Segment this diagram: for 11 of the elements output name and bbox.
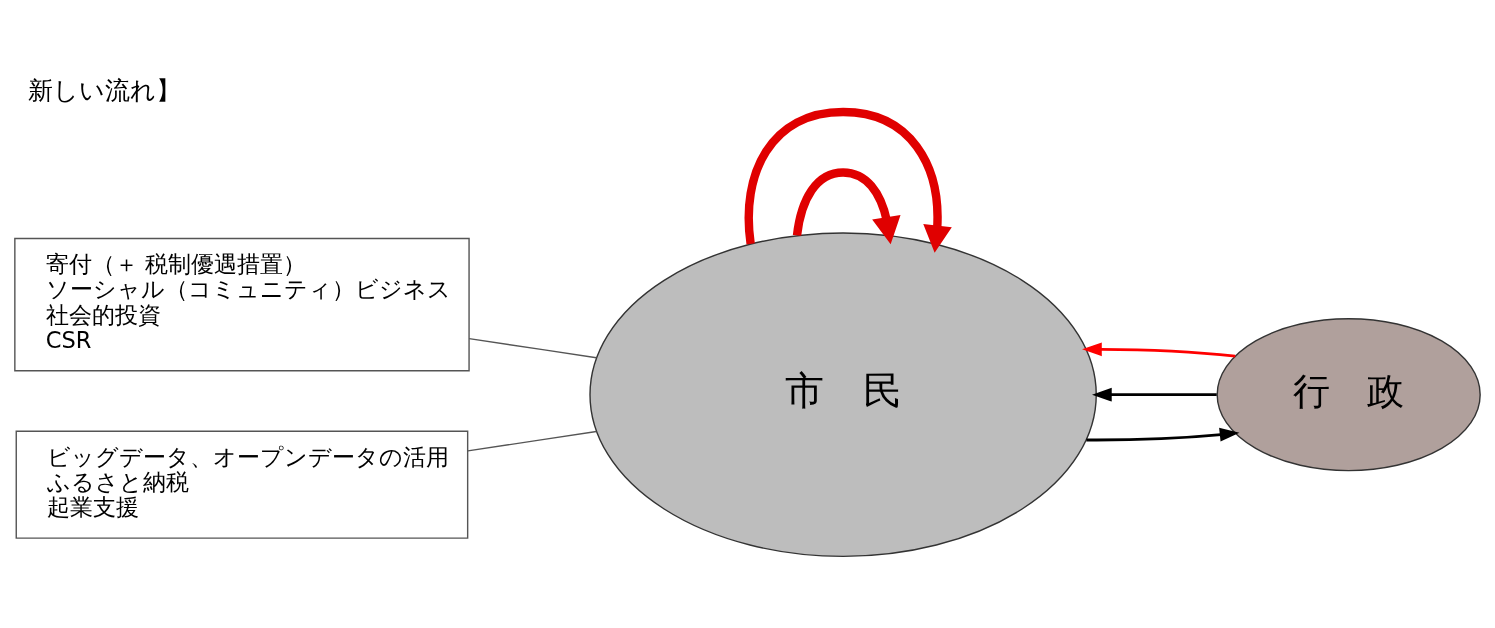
node-ellipse: 市 民 — [589, 231, 1097, 557]
arrow — [1086, 427, 1240, 442]
node-box: 寄付（＋ 税制優遇措置） ソーシャル（コミュニティ）ビジネス 社会的投資 CSR — [14, 237, 470, 371]
diagram-title: 新しい流れ】 — [27, 75, 181, 104]
connector — [468, 337, 598, 358]
arrow — [792, 167, 901, 244]
connector — [467, 430, 598, 452]
arrow — [1082, 341, 1236, 358]
arrow — [744, 107, 952, 253]
node-box: ビッグデータ、オープンデータの活用 ふるさと納税 起業支援 — [15, 430, 469, 539]
arrow — [1092, 387, 1217, 402]
